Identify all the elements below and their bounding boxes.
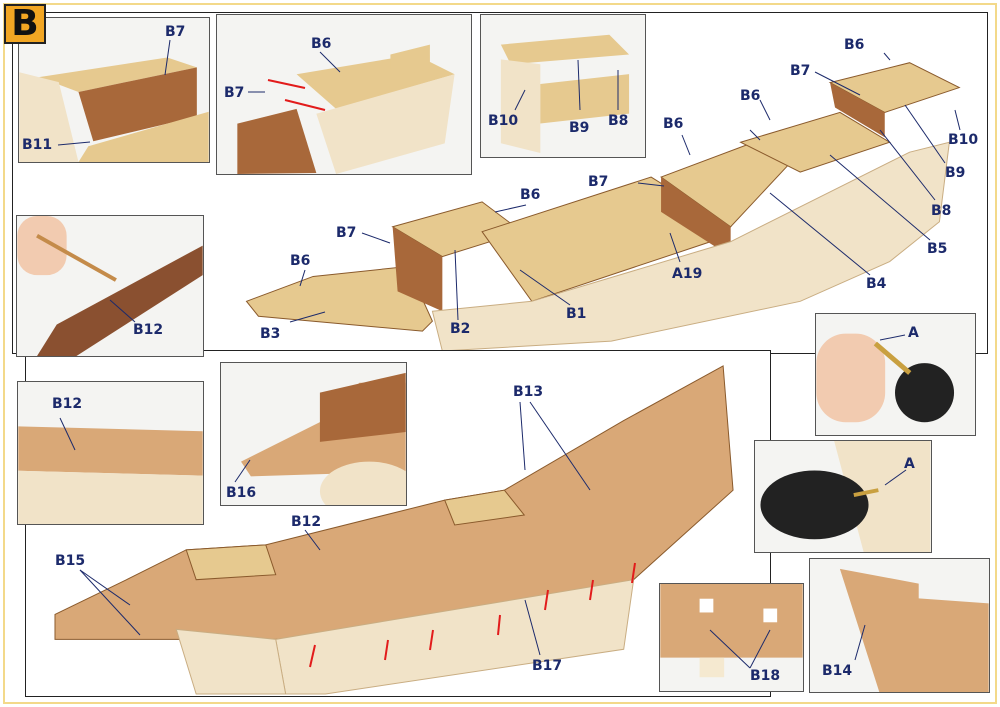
photo-stern-b7-b11: [18, 17, 210, 163]
label-b7: B7: [588, 174, 609, 190]
label-b18: B18: [750, 668, 781, 684]
label-b6: B6: [844, 37, 865, 53]
label-b9: B9: [569, 120, 590, 136]
photo-deck-b6-b7: [216, 14, 472, 175]
photo-painting-b12: [16, 215, 204, 357]
photo-hull-b12: [17, 381, 204, 525]
label-b6: B6: [663, 116, 684, 132]
label-b6: B6: [311, 36, 332, 52]
label-b12: B12: [52, 396, 83, 412]
label-b6: B6: [520, 187, 541, 203]
label-b17: B17: [532, 658, 563, 674]
label-b7: B7: [336, 225, 357, 241]
photo-drill-a-1: [815, 313, 976, 436]
photo-gunport-b18: [659, 583, 804, 692]
label-b16: B16: [226, 485, 257, 501]
label-b12: B12: [291, 514, 322, 530]
label-b6: B6: [290, 253, 311, 269]
label-b7: B7: [165, 24, 186, 40]
photo-bow-b8-b10: [480, 14, 646, 158]
label-a19: A19: [672, 266, 703, 282]
label-b5: B5: [927, 241, 948, 257]
label-b4: B4: [866, 276, 887, 292]
label-b8: B8: [931, 203, 952, 219]
label-b12: B12: [133, 322, 164, 338]
label-b1: B1: [566, 306, 587, 322]
label-b2: B2: [450, 321, 471, 337]
label-b10: B10: [488, 113, 519, 129]
label-b7: B7: [224, 85, 245, 101]
label-b11: B11: [22, 137, 53, 153]
label-b14: B14: [822, 663, 853, 679]
label-b15: B15: [55, 553, 86, 569]
label-a: A: [904, 456, 915, 472]
label-b13: B13: [513, 384, 544, 400]
label-a: A: [908, 325, 919, 341]
label-b3: B3: [260, 326, 281, 342]
page-border: [3, 3, 997, 704]
label-b10: B10: [948, 132, 979, 148]
photo-drill-a-2: [754, 440, 932, 553]
label-b9: B9: [945, 165, 966, 181]
photo-bow-b16: [220, 362, 407, 506]
photo-stern-b14: [809, 558, 990, 693]
label-b7: B7: [790, 63, 811, 79]
label-b8: B8: [608, 113, 629, 129]
label-b6: B6: [740, 88, 761, 104]
section-badge: B: [4, 4, 46, 44]
